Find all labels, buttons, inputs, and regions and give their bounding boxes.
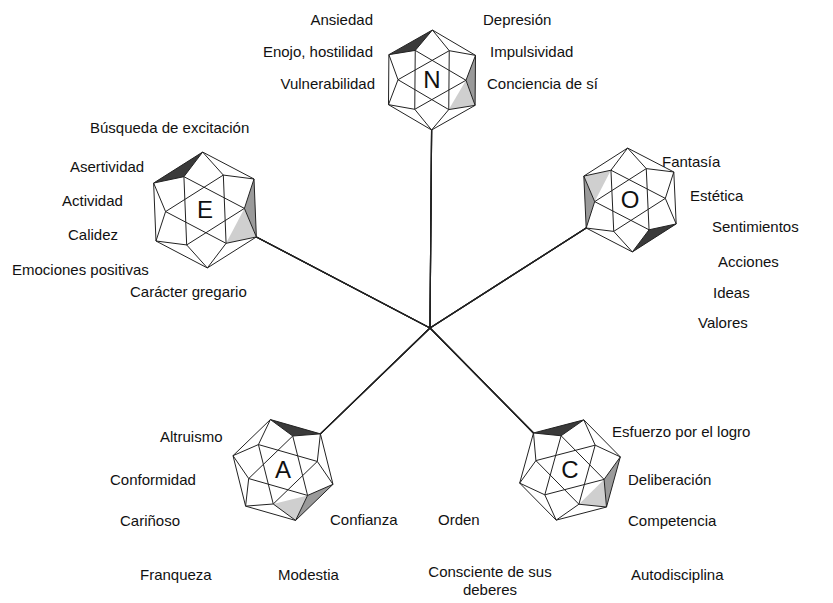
spoke-line (320, 228, 586, 434)
facet-label: Estética (690, 187, 743, 205)
factor-letter: A (275, 457, 291, 483)
factor-polyhedron: C (518, 418, 622, 522)
facet-label: Fantasía (662, 153, 720, 171)
facet-label: Modestia (278, 566, 339, 584)
facet-label: Impulsividad (490, 43, 573, 61)
facet-label: Franqueza (140, 566, 212, 584)
spoke-line (256, 228, 586, 328)
facet-label: Confianza (330, 511, 398, 529)
facet-label: Esfuerzo por el logro (612, 423, 750, 441)
facet-label: Conciencia de sí (487, 75, 598, 93)
facet-label: Vulnerabilidad (280, 75, 375, 93)
facet-label: Consciente de sus deberes (425, 563, 555, 599)
spoke-line (256, 237, 430, 434)
factor-polyhedron: N (382, 30, 482, 130)
spoke-line (430, 130, 586, 328)
facet-label: Altruismo (160, 428, 223, 446)
factor-letter: C (561, 457, 578, 483)
facet-label: Acciones (718, 253, 779, 271)
spoke-line (430, 228, 586, 433)
spoke-line (256, 237, 533, 433)
spoke-line (430, 130, 533, 433)
facet-label: Cariñoso (120, 512, 180, 530)
spoke-line (320, 328, 533, 434)
factor-polyhedron: A (231, 418, 335, 522)
facet-label: Deliberación (628, 471, 711, 489)
facet-label: Búsqueda de excitación (90, 119, 249, 137)
factor-polyhedron: O (578, 148, 682, 252)
spoke-line (320, 130, 431, 434)
facet-label: Autodisciplina (631, 566, 724, 584)
facet-label: Actividad (62, 192, 123, 210)
factor-letter: N (423, 67, 440, 93)
facet-label: Ansiedad (310, 11, 373, 29)
facet-label: Sentimientos (712, 218, 799, 236)
facet-label: Asertividad (70, 158, 144, 176)
facet-label: Valores (698, 314, 748, 332)
facet-label: Orden (438, 511, 480, 529)
factor-polyhedron: E (147, 152, 263, 268)
facet-label: Enojo, hostilidad (263, 43, 373, 61)
factor-letter: E (197, 197, 213, 223)
facet-label: Carácter gregario (130, 283, 247, 301)
facet-label: Calidez (68, 226, 118, 244)
facet-label: Ideas (713, 284, 750, 302)
spoke-line (256, 130, 431, 328)
facet-label: Competencia (628, 512, 716, 530)
facet-label: Depresión (483, 11, 551, 29)
facet-label: Emociones positivas (12, 261, 149, 279)
factor-letter: O (621, 187, 640, 213)
facet-label: Conformidad (110, 471, 196, 489)
